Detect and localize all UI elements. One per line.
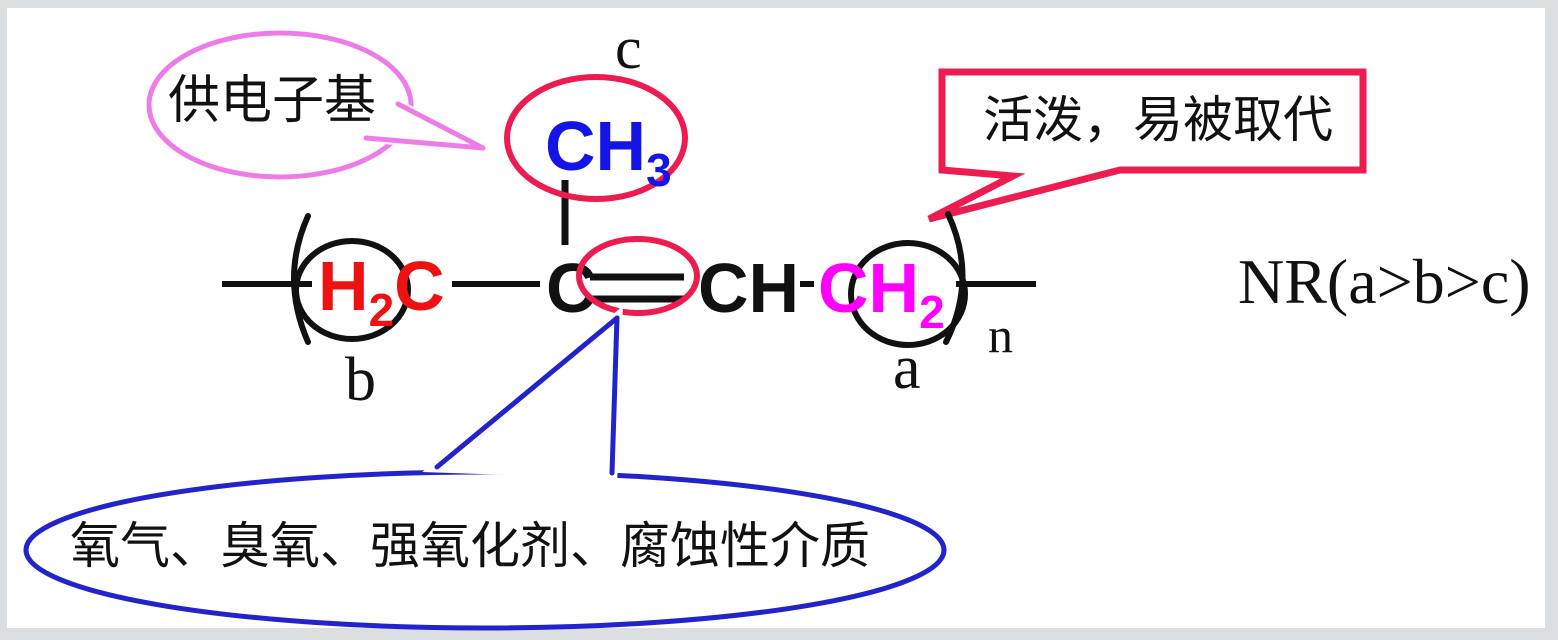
h2c-main: H	[318, 247, 369, 325]
oxidants-bubble-tail-right	[609, 315, 620, 476]
ch2-main: CH	[818, 249, 919, 327]
oxidants-label: 氧气、臭氧、强氧化剂、腐蚀性介质	[70, 518, 870, 574]
ch3-main: CH	[545, 107, 646, 185]
ch3-subscript: 3	[646, 144, 672, 196]
ch-group: CH	[698, 249, 799, 327]
conclusion-text: NR(a>b>c)	[1238, 246, 1531, 317]
active-label: 活泼，易被取代	[983, 92, 1333, 148]
donor-bubble	[146, 30, 414, 180]
oxidants-bubble-tail-left	[434, 315, 620, 470]
oxidants-callout: 氧气、臭氧、强氧化剂、腐蚀性介质	[23, 305, 947, 631]
ch3-site: c CH3	[504, 15, 688, 245]
c-atom: C	[546, 249, 597, 327]
donor-bubble-tail-lower	[363, 135, 486, 151]
donor-label: 供电子基	[168, 73, 376, 130]
site-label-c: c	[615, 15, 642, 81]
ch2-circle	[848, 240, 968, 348]
ch2-subscript: 2	[919, 286, 945, 338]
donor-callout: 供电子基	[146, 30, 486, 180]
h2c-circle	[293, 238, 411, 342]
site-label-a: a	[893, 334, 921, 402]
ch3-group: CH3	[545, 107, 672, 196]
open-parenthesis	[291, 213, 311, 345]
close-parenthesis	[943, 211, 966, 345]
active-callout: 活泼，易被取代	[927, 68, 1367, 223]
ch3-highlight-ellipse	[504, 74, 688, 202]
double-bond-highlight-ellipse	[576, 236, 700, 316]
site-label-b: b	[345, 346, 376, 414]
repeat-subscript: n	[988, 307, 1013, 363]
active-callout-shape	[927, 68, 1367, 223]
h2c-group: H2C	[318, 247, 445, 336]
donor-bubble-tail-upper	[395, 101, 486, 151]
polymer-chain: H2C b C CH CH2 a n	[222, 211, 1036, 414]
h2c-tail: C	[394, 247, 445, 325]
ch2-group: CH2	[818, 249, 945, 338]
h2c-subscript: 2	[369, 284, 395, 336]
